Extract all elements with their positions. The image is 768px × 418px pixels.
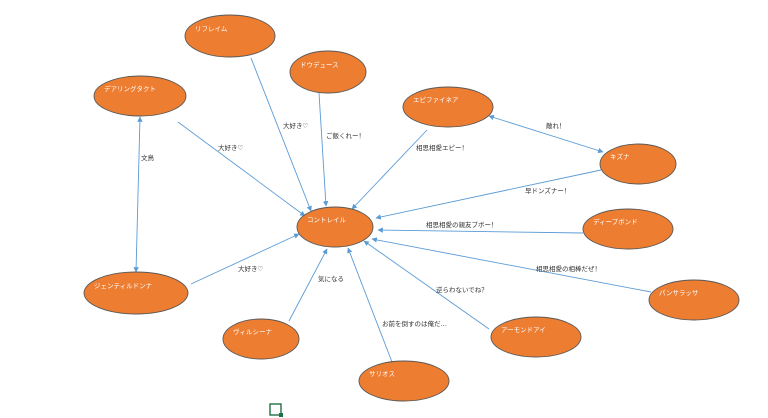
edge-connector[interactable]	[377, 227, 584, 234]
node-label: リフレイム	[195, 25, 228, 33]
edge-connector[interactable]	[351, 129, 428, 210]
node-label: ジェンティルドンナ	[94, 282, 152, 290]
node-shape[interactable]	[83, 271, 189, 315]
node-gentil[interactable]: ジェンティルドンナ	[83, 271, 189, 315]
node-label: キズナ	[610, 152, 630, 161]
edge-epifaneia-to-kizuna[interactable]: 敵れ！	[488, 114, 604, 154]
edge-connector[interactable]	[371, 237, 652, 293]
edges-layer: 大好き♡ ご飯くれー！ 大好き♡ 相思相愛エピー！ 早ドンズナー！ 相思相愛の親友ブボー！…	[133, 57, 652, 363]
node-deepbond[interactable]: ディープボンド	[582, 208, 674, 250]
edge-sarios-to-contrail[interactable]: お前を倒すのは俺だ…	[347, 247, 447, 363]
edge-connector[interactable]	[375, 169, 602, 220]
node-shape[interactable]	[296, 206, 374, 248]
edge-connector[interactable]	[190, 233, 300, 285]
node-almond[interactable]: アーモンドアイ	[490, 316, 582, 358]
node-label: パンサラッサ	[659, 289, 698, 297]
edge-label: 逆らわないでね？	[436, 285, 488, 294]
node-label: アーモンドアイ	[501, 326, 546, 334]
node-label: エピファイネア	[413, 96, 459, 104]
node-shape[interactable]	[222, 318, 300, 360]
edge-connector[interactable]	[363, 240, 490, 330]
edge-label: 大好き♡	[283, 121, 309, 130]
edge-epifaneia-to-contrail[interactable]: 相思相愛エピー！	[351, 129, 468, 210]
edge-connector[interactable]	[318, 92, 329, 207]
edge-almond-to-contrail[interactable]: 逆らわないでね？	[363, 240, 490, 330]
edge-label: 敵れ！	[546, 121, 566, 130]
node-daring[interactable]: デアリングタクト	[93, 75, 187, 117]
edge-daring-to-gentil[interactable]: 文鳥	[133, 116, 155, 273]
node-epifaneia[interactable]: エピファイネア	[402, 86, 494, 128]
node-verxina[interactable]: ヴィルシーナ	[222, 318, 300, 360]
edge-label: 相思相愛の親友ブボー！	[426, 220, 498, 229]
node-label: コントレイル	[307, 216, 347, 224]
node-shape[interactable]	[490, 316, 582, 358]
node-shape[interactable]	[289, 50, 367, 94]
node-label: デアリングタクト	[104, 84, 156, 93]
node-label: ドウデュース	[300, 60, 339, 69]
edge-label: 文鳥	[141, 153, 155, 162]
edge-label: 早ドンズナー！	[525, 186, 570, 195]
node-shape[interactable]	[648, 279, 740, 321]
edge-reflame-to-contrail[interactable]: 大好き♡	[250, 57, 312, 212]
node-kizuna[interactable]: キズナ	[599, 143, 677, 185]
node-contrail[interactable]: コントレイル	[296, 206, 374, 248]
edge-verxina-to-contrail[interactable]: 気になる	[288, 248, 344, 322]
edge-gentil-to-contrail[interactable]: 大好き♡	[190, 233, 300, 285]
edge-label: 気になる	[318, 274, 344, 283]
edge-deepbond-to-contrail[interactable]: 相思相愛の親友ブボー！	[377, 220, 584, 234]
edge-label: 相思相愛の相棒だぜ！	[536, 264, 601, 273]
node-shape[interactable]	[402, 86, 494, 128]
edge-daring-to-contrail[interactable]: 大好き♡	[177, 121, 306, 217]
node-label: ディープボンド	[593, 217, 638, 226]
selection-handle-icon[interactable]	[269, 403, 283, 417]
node-pansaraza[interactable]: パンサラッサ	[648, 279, 740, 321]
node-shape[interactable]	[582, 208, 674, 250]
node-label: ヴィルシーナ	[233, 327, 272, 336]
edge-label: 相思相愛エピー！	[416, 143, 468, 152]
node-label: サリオス	[369, 370, 395, 378]
edge-kizuna-to-contrail[interactable]: 早ドンズナー！	[375, 169, 602, 220]
edge-dodeuce-to-contrail[interactable]: ご飯くれー！	[318, 92, 365, 207]
node-sarios[interactable]: サリオス	[358, 360, 450, 402]
edge-label: ご飯くれー！	[326, 131, 365, 140]
edge-connector[interactable]	[133, 116, 143, 273]
edge-label: 大好き♡	[238, 264, 264, 273]
node-shape[interactable]	[599, 143, 677, 185]
edge-label: お前を倒すのは俺だ…	[382, 319, 447, 328]
edge-connector[interactable]	[488, 114, 604, 154]
edge-pansaraza-to-contrail[interactable]: 相思相愛の相棒だぜ！	[371, 237, 652, 293]
node-shape[interactable]	[184, 14, 276, 58]
edge-connector[interactable]	[250, 57, 312, 212]
edge-connector[interactable]	[177, 121, 306, 217]
node-dodeuce[interactable]: ドウデュース	[289, 50, 367, 94]
node-reflame[interactable]: リフレイム	[184, 14, 276, 58]
edge-connector[interactable]	[347, 247, 393, 363]
edge-label: 大好き♡	[218, 143, 244, 152]
node-shape[interactable]	[93, 75, 187, 117]
node-shape[interactable]	[358, 360, 450, 402]
edge-connector[interactable]	[288, 248, 328, 322]
